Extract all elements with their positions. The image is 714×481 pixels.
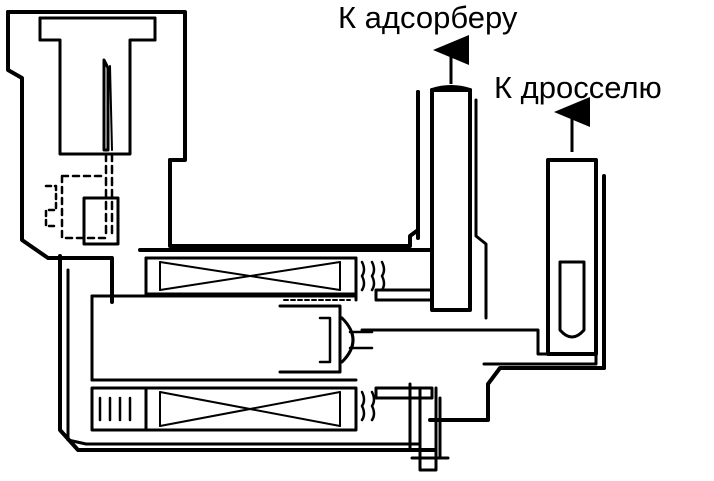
upper-coil: [144, 256, 434, 302]
armature: [278, 299, 374, 381]
lower-coil: [90, 386, 434, 432]
bottom-outlet: [408, 382, 450, 472]
throttle-port: [360, 158, 606, 422]
throttle-label: К дросселю: [494, 70, 662, 105]
adsorber-label: К адсорберу: [338, 0, 518, 35]
adsorber-port: [416, 85, 488, 320]
valve-body: [58, 248, 437, 452]
